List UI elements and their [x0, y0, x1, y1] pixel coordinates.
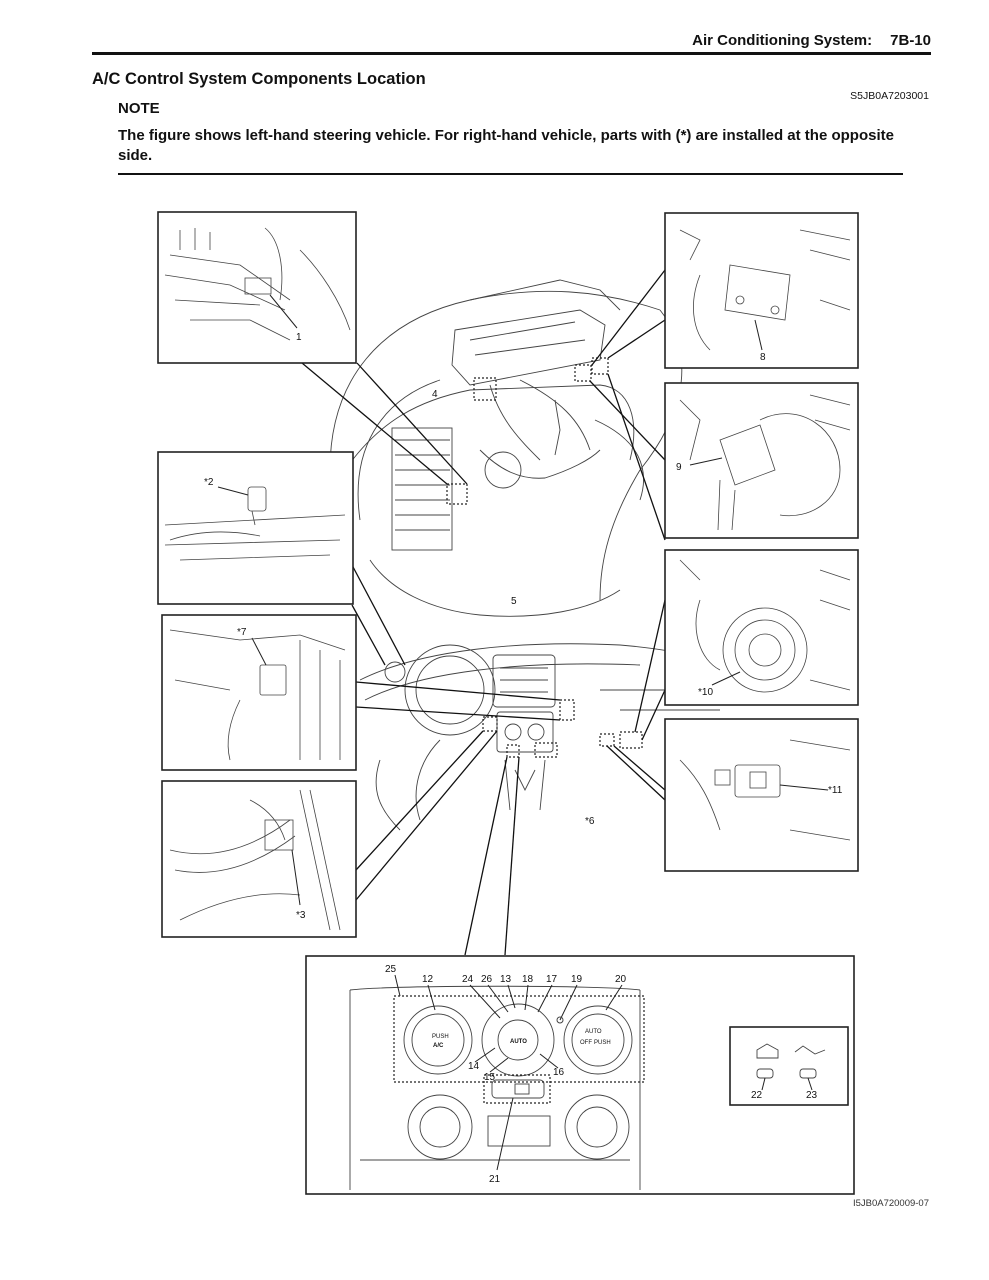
label-13: 13 — [500, 974, 512, 985]
figure-id: I5JB0A720009-07 — [852, 1198, 929, 1209]
location-markers-dash — [482, 699, 643, 758]
location-markers-engine — [446, 357, 609, 505]
label-11: *11 — [828, 785, 843, 796]
note-text: The figure shows left-hand steering vehi… — [118, 127, 894, 164]
dial-push-right: PUSH — [594, 1040, 611, 1046]
dial-push-left: PUSH — [432, 1034, 449, 1040]
vehicle-engine-bay-drawing — [329, 279, 683, 617]
label-15: 15 — [484, 1072, 496, 1083]
section-title: A/C Control System Components Location — [92, 70, 426, 88]
label-2: *2 — [204, 477, 214, 488]
inset-box-1 — [157, 211, 357, 364]
label-8: 8 — [760, 352, 766, 363]
inset-box-7 — [161, 614, 357, 771]
label-16: 16 — [553, 1067, 565, 1078]
section-doc-id: S5JB0A7203001 — [850, 90, 929, 102]
label-9: 9 — [676, 462, 682, 473]
inset-box-8 — [664, 212, 859, 369]
dial-auto-label: AUTO — [510, 1039, 527, 1045]
inset-box-2 — [157, 451, 354, 605]
label-5: 5 — [511, 596, 517, 607]
label-6: *6 — [585, 816, 595, 827]
dial-off-label: OFF — [580, 1040, 592, 1046]
header-title: Air Conditioning System: — [692, 32, 873, 49]
label-18: 18 — [522, 974, 534, 985]
label-17: 17 — [546, 974, 558, 985]
inset-box-3 — [161, 780, 357, 938]
dashboard-drawing — [359, 643, 761, 831]
label-12: 12 — [422, 974, 434, 985]
dial-ac-label: A/C — [433, 1043, 444, 1049]
header-rule — [92, 52, 931, 55]
inset-box-22-23 — [729, 1026, 849, 1106]
inset-box-11 — [664, 718, 859, 872]
label-22: 22 — [751, 1090, 763, 1101]
label-19: 19 — [571, 974, 583, 985]
label-21: 21 — [489, 1174, 501, 1185]
label-1: 1 — [296, 332, 302, 343]
inset-box-9 — [664, 382, 859, 539]
page-number: 7B-10 — [890, 32, 931, 49]
label-3: *3 — [296, 910, 306, 921]
note-heading: NOTE — [118, 100, 160, 117]
label-23: 23 — [806, 1090, 818, 1101]
note-rule — [118, 173, 903, 175]
inset-box-10 — [664, 549, 859, 706]
dial-auto-right: AUTO — [585, 1029, 602, 1035]
label-10: *10 — [698, 687, 713, 698]
label-14: 14 — [468, 1061, 480, 1072]
leader-lines — [301, 269, 731, 1059]
label-4: 4 — [432, 389, 438, 400]
label-20: 20 — [615, 974, 627, 985]
label-7: *7 — [237, 627, 247, 638]
page-header: Air Conditioning System: 7B-10 — [692, 32, 931, 49]
label-26: 26 — [481, 974, 493, 985]
label-25: 25 — [385, 964, 397, 975]
label-24: 24 — [462, 974, 474, 985]
